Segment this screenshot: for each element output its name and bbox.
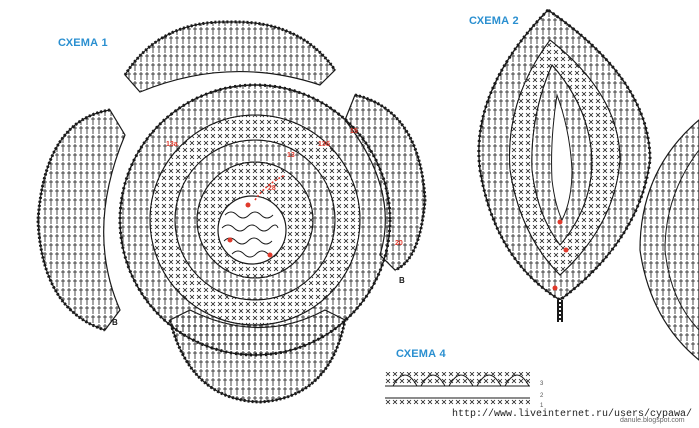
start-mark: B bbox=[399, 276, 405, 285]
schema-2-label: СХЕМА 2 bbox=[469, 15, 519, 27]
row-marker: 15 bbox=[350, 128, 358, 135]
edging-row-number: 1 bbox=[540, 403, 544, 409]
row-marker: 13 bbox=[287, 152, 295, 159]
petal-left bbox=[37, 109, 126, 331]
edging-row-number: 2 bbox=[540, 393, 544, 399]
schema-1-label: СХЕМА 1 bbox=[58, 37, 108, 49]
row-marker: 20 bbox=[395, 240, 403, 247]
row-marker: 13б bbox=[318, 141, 331, 148]
schema-1-diagram bbox=[36, 20, 427, 404]
blog-credit: danule.blogspot.com bbox=[620, 417, 685, 424]
center-mesh bbox=[217, 195, 287, 265]
watermark-url: http://www.liveinternet.ru/users/cypawa/ bbox=[452, 409, 693, 420]
row-marker: 13а bbox=[166, 141, 178, 148]
row-marker: 28 bbox=[268, 185, 276, 192]
schema-4-label: СХЕМА 4 bbox=[396, 348, 446, 360]
petal-top bbox=[124, 21, 336, 93]
schema-2-diagram bbox=[477, 8, 652, 322]
edging-row-number: 3 bbox=[540, 381, 544, 387]
start-mark: B bbox=[112, 318, 118, 327]
schema-4-diagram bbox=[385, 372, 530, 406]
schema-3-partial bbox=[639, 119, 699, 361]
